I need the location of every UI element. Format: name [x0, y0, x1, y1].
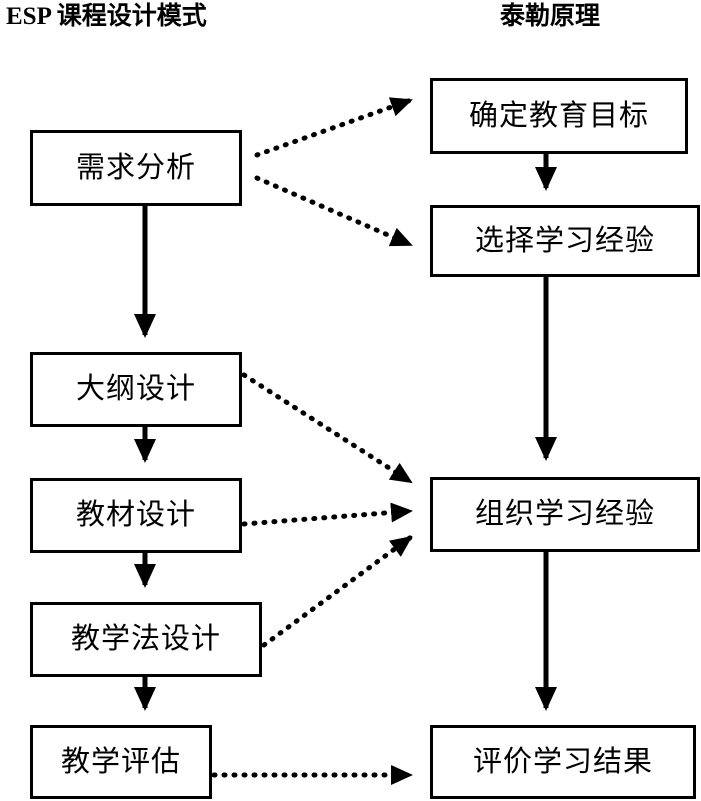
edge-materials-to-organize — [241, 502, 414, 527]
node-label: 大纲设计 — [75, 373, 196, 405]
node-evaluate-results[interactable]: 评价学习结果 — [430, 725, 696, 799]
right-column-title: 泰勒原理 — [500, 3, 601, 30]
node-label: 需求分析 — [75, 151, 196, 184]
edge-needs-to-select — [254, 175, 414, 248]
node-label: 教材设计 — [75, 499, 196, 531]
node-define-objectives[interactable]: 确定教育目标 — [430, 78, 688, 154]
edge-methodology-to-organize — [261, 534, 414, 648]
node-organize-experiences[interactable]: 组织学习经验 — [430, 477, 700, 552]
node-materials-design[interactable]: 教材设计 — [30, 478, 242, 553]
node-methodology-design[interactable]: 教学法设计 — [30, 602, 262, 677]
node-label: 教学评估 — [60, 745, 181, 778]
node-label: 组织学习经验 — [474, 498, 655, 530]
node-needs-analysis[interactable]: 需求分析 — [30, 130, 242, 206]
node-teaching-evaluation[interactable]: 教学评估 — [30, 725, 212, 799]
node-label: 教学法设计 — [70, 623, 221, 655]
node-select-experiences[interactable]: 选择学习经验 — [430, 205, 700, 277]
edge-needs-to-objectives — [254, 97, 414, 158]
left-column-title: ESP 课程设计模式 — [6, 3, 207, 30]
node-syllabus-design[interactable]: 大纲设计 — [30, 352, 242, 427]
node-label: 评价学习结果 — [472, 745, 653, 778]
node-label: 选择学习经验 — [474, 224, 655, 257]
edge-syllabus-to-organize — [241, 372, 414, 485]
node-label: 确定教育目标 — [468, 99, 649, 132]
